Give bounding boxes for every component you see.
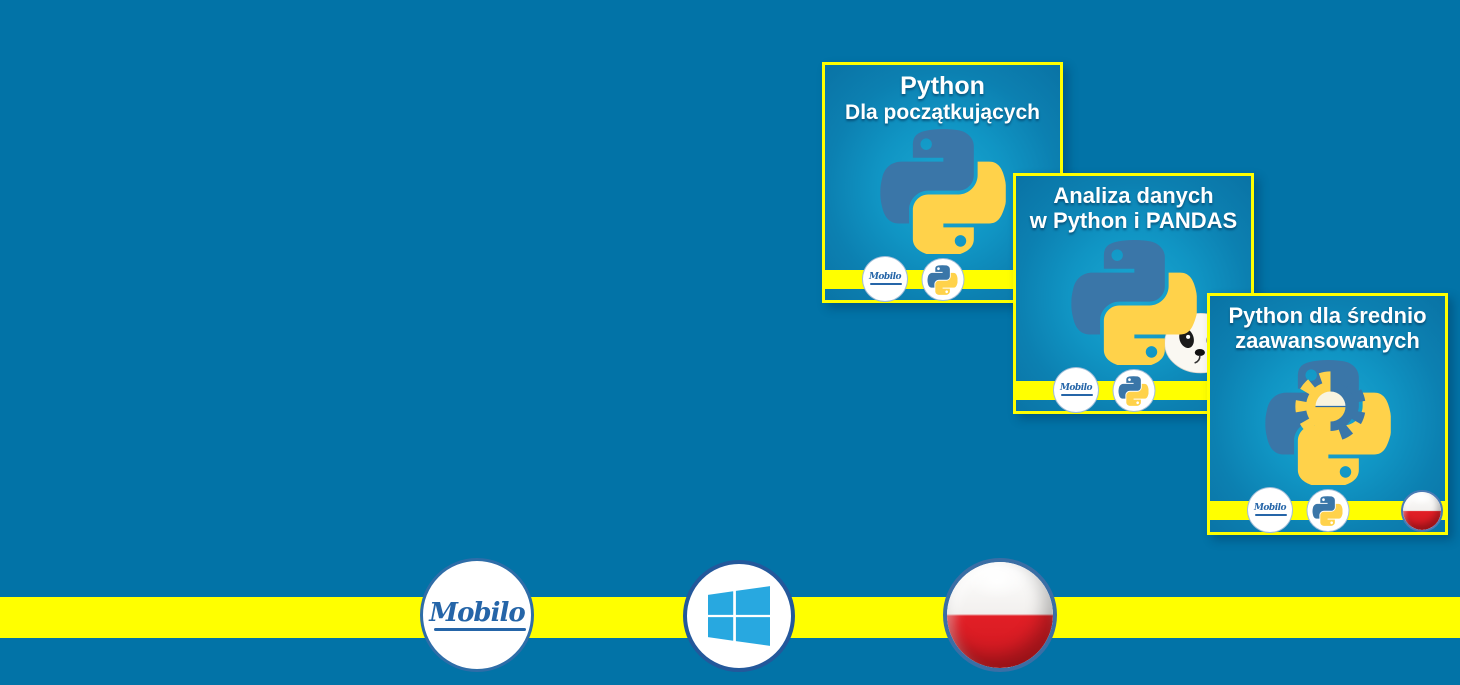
gear-icon: [1295, 371, 1366, 442]
poland-flag-icon: [1403, 492, 1441, 530]
course-title-line1: Analiza danych: [1053, 183, 1214, 208]
windows-logo-badge: [683, 560, 795, 672]
python-logo-icon: [1313, 496, 1343, 526]
course-title: Analiza danych w Python i PANDAS: [1016, 183, 1251, 233]
course-title: Python Dla początkujących: [825, 72, 1060, 124]
mobilo-logo: Mobilo: [1059, 384, 1093, 396]
python-mini-badge: [921, 258, 964, 301]
mobilo-mini-badge: Mobilo: [1053, 367, 1099, 413]
python-logo-icon: [1119, 376, 1149, 406]
python-mini-badge: [1112, 369, 1155, 412]
mobilo-underline: [1061, 394, 1093, 396]
mobilo-logo-badge: Mobilo: [420, 558, 534, 672]
mobilo-underline: [434, 627, 526, 631]
python-logo-icon: [880, 129, 1006, 254]
python-logo-icon: [928, 265, 958, 295]
mobilo-underline: [870, 283, 902, 285]
mobilo-mini-badge: Mobilo: [862, 256, 908, 302]
mobilo-logo: Mobilo: [428, 600, 526, 631]
course-title-line2: Dla początkujących: [845, 100, 1040, 124]
mobilo-mini-badge: Mobilo: [1247, 487, 1293, 533]
windows-icon: [708, 586, 770, 646]
course-card-python-intermediate[interactable]: Python dla średnio zaawansowanych Mobilo: [1207, 293, 1448, 535]
mobilo-underline: [1255, 514, 1287, 516]
poland-flag-mini-badge: [1401, 490, 1443, 532]
poland-flag-icon: [947, 562, 1053, 668]
poland-flag-badge: [943, 558, 1057, 672]
python-mini-badge: [1306, 489, 1349, 532]
python-logo-icon: [1071, 240, 1197, 365]
course-title-line2: w Python i PANDAS: [1029, 208, 1238, 234]
mobilo-logo: Mobilo: [868, 273, 902, 285]
course-title-line2: zaawansowanych: [1235, 328, 1420, 354]
course-title: Python dla średnio zaawansowanych: [1210, 303, 1445, 353]
course-title-line1: Python: [900, 72, 985, 100]
course-title-line1: Python dla średnio: [1228, 303, 1427, 328]
mobilo-logo: Mobilo: [1253, 504, 1287, 516]
